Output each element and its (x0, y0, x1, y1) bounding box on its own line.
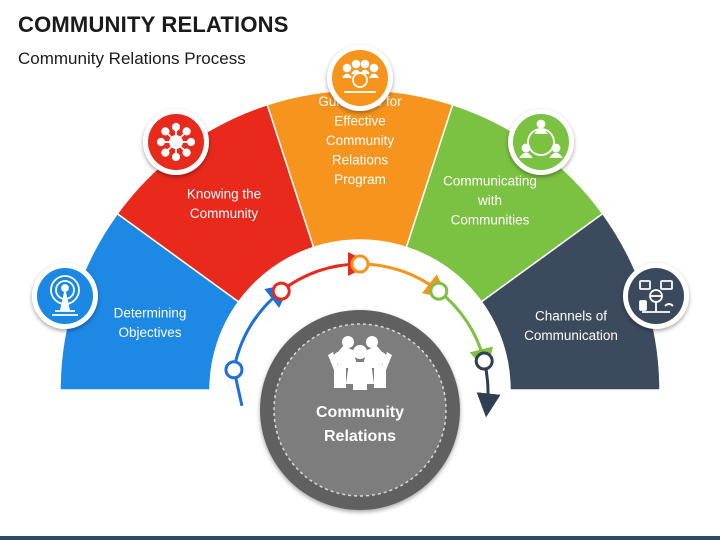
center-label-line-2: Relations (324, 428, 396, 445)
process-node-5 (474, 351, 494, 371)
segment-1-label-line-1: Determining (114, 305, 187, 320)
segment-1-label-line-2: Objectives (118, 325, 181, 340)
footer-bar (0, 536, 720, 540)
process-arrow-path (224, 252, 501, 418)
tower-icon (50, 275, 80, 316)
segment-4-label-line-2: with (477, 193, 502, 208)
center-label-line-1: Community (316, 404, 404, 421)
segment-3-label-line-4: Relations (332, 153, 389, 168)
segment-4-icon-badge (508, 109, 574, 175)
arrow-segment-1 (232, 283, 291, 371)
process-ring (59, 89, 661, 391)
team-icon (342, 59, 379, 93)
segment-icons (32, 45, 689, 329)
segment-3-label-line-5: Program (334, 172, 386, 187)
process-node-1 (224, 360, 244, 380)
network-hub-icon (156, 122, 196, 162)
arrow-segment-3 (359, 262, 449, 299)
segment-4-label-line-1: Communicating (443, 174, 537, 189)
communication-channels-icon (639, 280, 674, 313)
process-node-2 (271, 281, 291, 301)
segment-5-label-line-1: Channels of (535, 308, 607, 323)
segment-4-label-line-3: Communities (451, 213, 530, 228)
segment-2-label-line-1: Knowing the (187, 186, 261, 201)
center-inner-circle (273, 323, 447, 497)
segment-3-label-line-2: Effective (334, 114, 386, 129)
page-title: COMMUNITY RELATIONS (18, 12, 289, 37)
segment-5 (480, 212, 661, 391)
arrow-segment-2 (280, 252, 372, 293)
arrow-segment-4 (437, 289, 493, 373)
people-group-icon (328, 336, 392, 390)
segment-3-label-line-3: Community (326, 133, 395, 148)
page-subtitle: Community Relations Process (18, 49, 246, 68)
center-circle (260, 310, 460, 510)
process-node-3 (350, 254, 370, 274)
segment-5-label-line-2: Communication (524, 328, 618, 343)
icon-badge-fill (332, 50, 388, 106)
people-cycle-icon (519, 119, 563, 158)
process-node-4 (429, 281, 449, 301)
segment-3-icon-badge (327, 45, 393, 111)
segment-2-label-line-2: Community (190, 206, 259, 221)
